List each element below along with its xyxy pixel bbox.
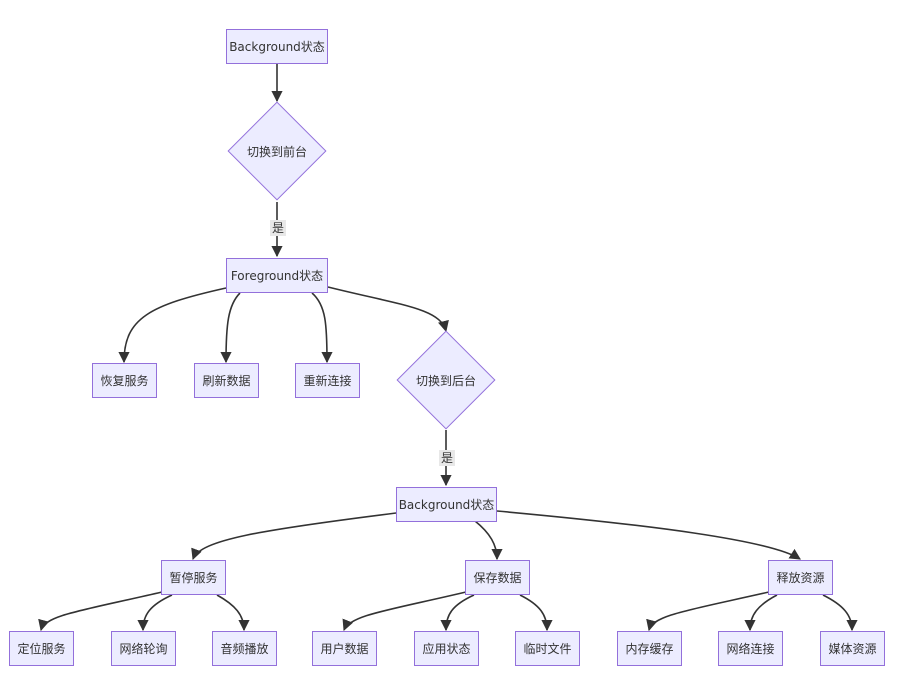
edge-bg_end-release_resources	[496, 510, 801, 560]
edge-pause_services-network_polling	[137, 594, 173, 632]
node-network-polling[interactable]: 网络轮询	[111, 631, 176, 666]
edge-pause_services-location_service	[38, 591, 163, 632]
node-pause-services[interactable]: 暂停服务	[161, 560, 226, 595]
node-refresh-data[interactable]: 刷新数据	[194, 363, 259, 398]
node-restore-services[interactable]: 恢复服务	[92, 363, 157, 398]
node-save-data[interactable]: 保存数据	[465, 560, 530, 595]
edge-save_data-user_data	[342, 591, 467, 632]
edge-release_resources-memory_cache	[646, 591, 770, 632]
edge-save_data-temp_files	[519, 594, 553, 632]
edge-pause_services-audio_playback	[216, 594, 250, 632]
node-release-resources[interactable]: 释放资源	[768, 560, 833, 595]
node-memory-cache[interactable]: 内存缓存	[617, 631, 682, 666]
edge-foreground-refresh_data	[220, 292, 241, 364]
node-temp-files[interactable]: 临时文件	[515, 631, 580, 666]
edge-label-yes-2: 是	[439, 450, 456, 466]
node-media-resources[interactable]: 媒体资源	[820, 631, 885, 666]
decision-to-background-label: 切换到后台	[415, 373, 476, 388]
edge-bg_end-pause_services	[191, 512, 397, 561]
edge-foreground-restore_services	[118, 287, 227, 364]
node-background-end[interactable]: Background状态	[396, 487, 497, 522]
node-network-connection[interactable]: 网络连接	[718, 631, 783, 666]
node-location-service[interactable]: 定位服务	[9, 631, 74, 666]
node-foreground[interactable]: Foreground状态	[226, 258, 328, 293]
node-reconnect[interactable]: 重新连接	[295, 363, 360, 398]
node-background-start[interactable]: Background状态	[226, 29, 328, 64]
edge-foreground-decision_to_background	[327, 286, 449, 333]
edge-foreground-reconnect	[311, 292, 333, 364]
edge-bg_end-save_data	[474, 520, 503, 561]
decision-to-foreground-label: 切换到前台	[246, 144, 307, 159]
node-app-state[interactable]: 应用状态	[414, 631, 479, 666]
node-audio-playback[interactable]: 音频播放	[212, 631, 277, 666]
edge-release_resources-media_resources	[822, 594, 858, 632]
node-user-data[interactable]: 用户数据	[312, 631, 377, 666]
edge-save_data-app_state	[440, 594, 475, 632]
edge-release_resources-network_connection	[744, 594, 778, 632]
edge-label-yes-1: 是	[270, 220, 287, 236]
